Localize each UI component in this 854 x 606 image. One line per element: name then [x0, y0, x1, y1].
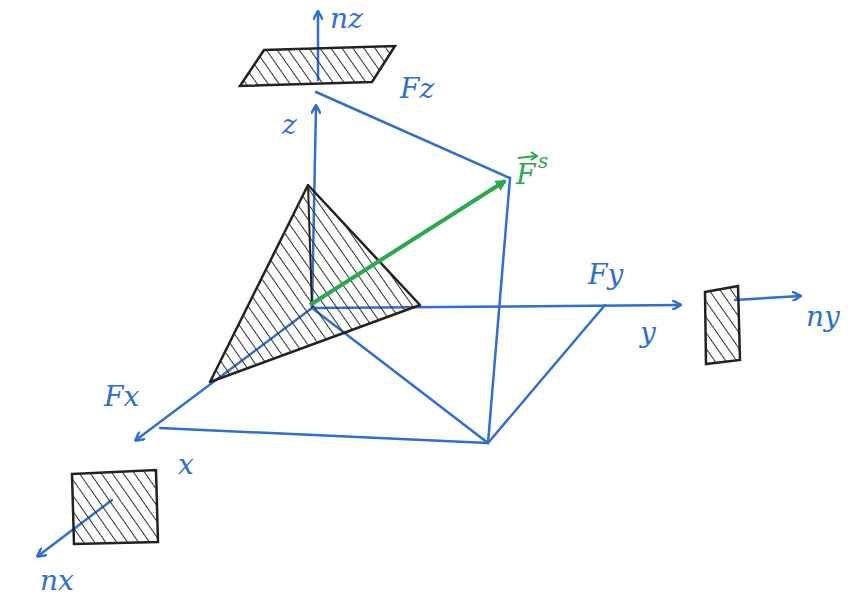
force-superscript: s [538, 150, 548, 172]
force-component-label: Fy [588, 260, 623, 291]
normal-label: ny [806, 302, 840, 333]
axis-label: x [178, 450, 194, 481]
force-component-label: Fz [400, 74, 434, 105]
axis-label: y [640, 318, 656, 349]
force-component-label: Fx [104, 382, 139, 413]
axis-label: z [282, 110, 297, 141]
force-vector-label: F [516, 160, 535, 191]
normal-label: nx [40, 566, 74, 597]
normal-label: nz [330, 4, 363, 35]
